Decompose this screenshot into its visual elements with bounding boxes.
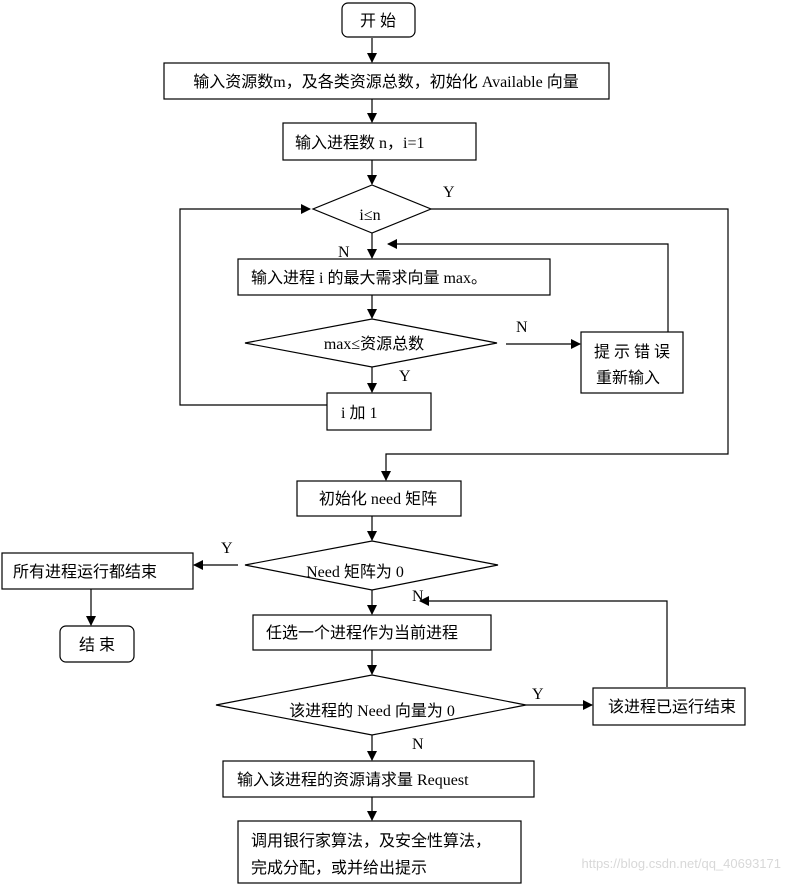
y-label-need-zero: Y	[221, 540, 233, 557]
n-label-max: N	[516, 319, 528, 336]
arrow-finished-back-to-pick	[419, 596, 668, 687]
all-done-node: 所有进程运行都结束	[1, 552, 194, 590]
error-label-line1: 提 示 错 误	[594, 343, 670, 361]
bank-label-line2: 完成分配，或并给出提示	[251, 859, 427, 877]
input-request-label: 输入该进程的资源请求量 Request	[237, 771, 469, 789]
arrow-y-to-init-need	[381, 208, 729, 481]
n-label-need-zero: N	[412, 588, 424, 605]
n-label-i-le-n: N	[338, 244, 350, 261]
cond-proc-need-zero-label: 该进程的 Need 向量为 0	[289, 702, 455, 720]
end-label: 结 束	[79, 636, 115, 654]
y-label-i-le-n: Y	[443, 184, 455, 201]
input-processes-label: 输入进程数 n，i=1	[295, 134, 424, 152]
cond-max-node: max≤资源总数	[244, 318, 498, 368]
bank-node: 调用银行家算法，及安全性算法， 完成分配，或并给出提示	[237, 820, 522, 884]
input-resources-label: 输入资源数m，及各类资源总数，初始化 Available 向量	[193, 73, 578, 91]
proc-finished-node: 该进程已运行结束	[592, 687, 746, 726]
input-resources-node: 输入资源数m，及各类资源总数，初始化 Available 向量	[163, 62, 610, 100]
start-label: 开 始	[360, 12, 396, 30]
cond-i-le-n-label: i≤n	[359, 207, 380, 224]
cond-need-zero-label: Need 矩阵为 0	[306, 563, 404, 581]
cond-proc-need-zero-node: 该进程的 Need 向量为 0	[215, 674, 527, 736]
input-max-node: 输入进程 i 的最大需求向量 max。	[237, 258, 551, 296]
input-request-node: 输入该进程的资源请求量 Request	[222, 760, 535, 798]
arrow-error-back-to-input-max	[387, 239, 669, 332]
input-processes-node: 输入进程数 n，i=1	[282, 122, 477, 161]
connectors	[86, 38, 729, 821]
cond-i-le-n-node: i≤n	[311, 184, 433, 234]
cond-max-label: max≤资源总数	[324, 335, 424, 353]
end-node: 结 束	[59, 625, 135, 663]
i-plus-1-node: i 加 1	[326, 392, 432, 431]
bank-label-line1: 调用银行家算法，及安全性算法，	[251, 831, 491, 850]
cond-need-zero-node: Need 矩阵为 0	[244, 540, 499, 591]
y-label-proc-need: Y	[532, 686, 544, 703]
i-plus-1-label: i 加 1	[341, 404, 377, 422]
error-label-line2: 重新输入	[596, 369, 660, 387]
init-need-node: 初始化 need 矩阵	[296, 480, 462, 517]
n-label-proc-need: N	[412, 736, 424, 753]
all-done-label: 所有进程运行都结束	[13, 563, 157, 581]
branch-labels: Y N N Y Y N Y N	[221, 184, 544, 753]
start-node: 开 始	[341, 2, 416, 38]
arrow-loop-back-to-cond	[179, 204, 327, 406]
watermark: https://blog.csdn.net/qq_40693171	[582, 856, 782, 871]
input-max-label: 输入进程 i 的最大需求向量 max。	[251, 269, 487, 287]
y-label-max: Y	[399, 368, 411, 385]
pick-process-node: 任选一个进程作为当前进程	[252, 614, 492, 651]
proc-finished-label: 该进程已运行结束	[608, 698, 736, 716]
pick-process-label: 任选一个进程作为当前进程	[266, 624, 458, 642]
init-need-label: 初始化 need 矩阵	[319, 490, 437, 508]
error-node: 提 示 错 误 重新输入	[580, 331, 684, 394]
